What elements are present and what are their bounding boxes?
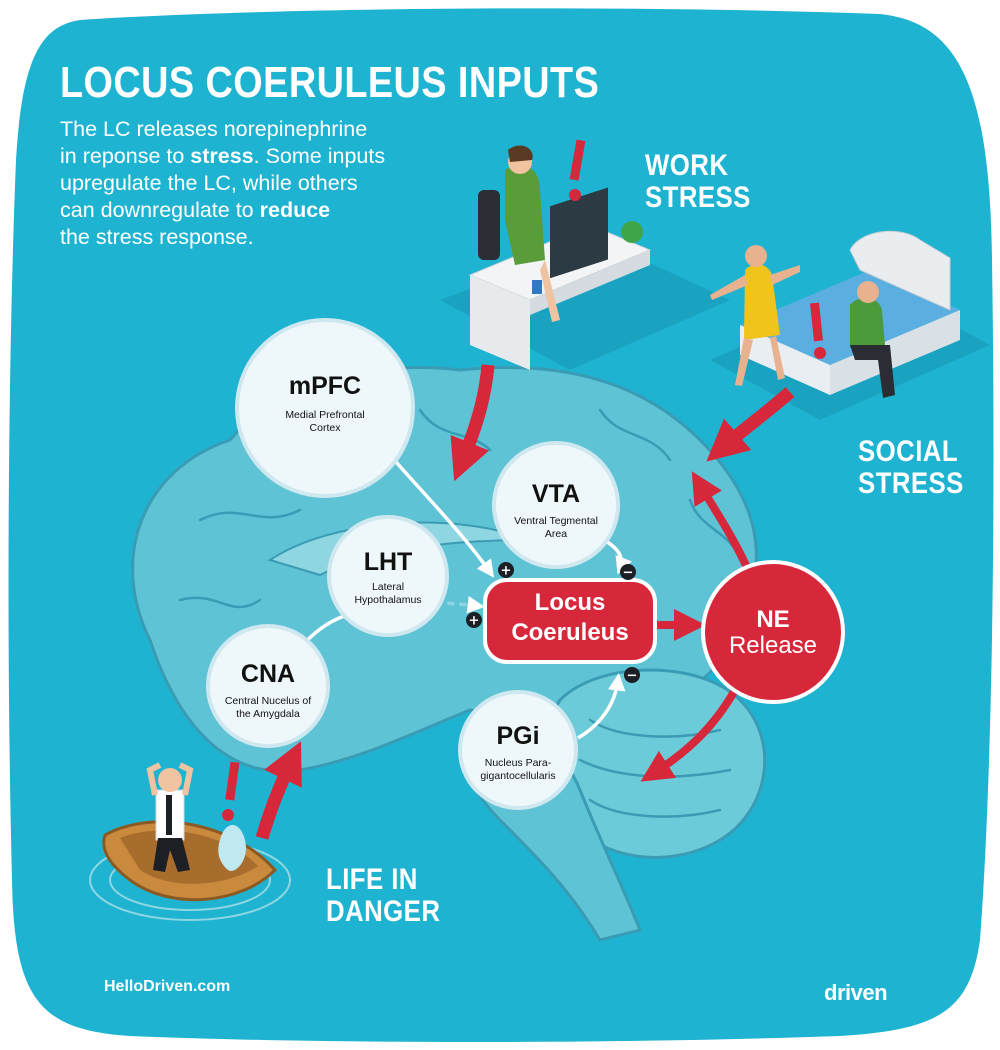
vta-full-line1: Ventral Tegmental	[514, 515, 598, 527]
office-chair	[478, 190, 500, 260]
cna-full-line2: the Amygdala	[236, 708, 300, 720]
pgi-full-line1: Nucleus Para-	[484, 757, 552, 769]
intro-line3: upregulate the LC, while others	[60, 171, 358, 195]
vta-abbr: VTA	[531, 480, 581, 508]
pgi-label: PGi Nucleus Para-gigantocellularis	[460, 722, 576, 783]
monitor	[550, 187, 608, 279]
lc-line2: Coeruleus	[511, 619, 629, 646]
website-link[interactable]: HelloDriven.com	[104, 978, 231, 995]
intro-line4-a: can downregulate to	[60, 198, 260, 222]
water-splash	[218, 825, 247, 871]
sign-mpfc: +	[498, 562, 514, 579]
work-stress-line2: STRESS	[645, 181, 751, 214]
social-stress-arrow	[706, 387, 795, 462]
bed-headboard	[849, 230, 951, 311]
cna-node	[206, 624, 330, 748]
work-stress-scene	[440, 139, 730, 370]
ne-upward-arrow	[691, 471, 752, 572]
intro-line1: The LC releases norepinephrine	[60, 117, 368, 141]
ne-line2: Release	[728, 632, 818, 659]
lht-full-line2: Hypothalamus	[354, 594, 422, 606]
lht-full-line1: Lateral	[371, 581, 405, 593]
intro-line5: the stress response.	[60, 225, 254, 249]
office-worker	[505, 165, 545, 265]
pgi-full-line2: gigantocellularis	[480, 770, 556, 782]
lht-abbr: LHT	[363, 548, 413, 576]
life-in-danger-scene	[89, 761, 291, 921]
intro-line2-b: . Some inputs	[253, 144, 386, 168]
work-stress-line1: WORK	[645, 149, 729, 182]
mpfc-node	[235, 318, 415, 498]
locus-coeruleus-label: Locus Coeruleus	[487, 588, 653, 648]
pgi-full-name: Nucleus Para-gigantocellularis	[460, 757, 576, 783]
life-in-danger-label: LIFE IN DANGER	[326, 864, 440, 928]
sign-lht: +	[466, 612, 482, 629]
pgi-abbr: PGi	[496, 722, 540, 750]
woman-figure	[744, 264, 780, 340]
mpfc-full-line2: Cortex	[309, 422, 341, 434]
work-stress-arrow	[450, 364, 495, 482]
plant-icon	[621, 221, 643, 243]
mpfc-full-line1: Medial Prefrontal	[285, 409, 365, 421]
brand-logo: driven	[824, 980, 888, 1005]
social-stress-line2: STRESS	[858, 467, 964, 500]
mpfc-to-lc-arrow	[388, 453, 495, 578]
exclamation-icon	[569, 139, 586, 181]
work-stress-label: WORK STRESS	[645, 150, 751, 214]
vta-node	[492, 441, 620, 569]
sign-mpfc-text: +	[501, 564, 512, 579]
lht-node	[327, 515, 449, 637]
exclamation-icon	[225, 761, 240, 801]
sign-pgi-text: −	[627, 669, 638, 684]
social-stress-label: SOCIAL STRESS	[858, 436, 964, 500]
intro-line2-a: in reponse to	[60, 144, 191, 168]
mpfc-abbr: mPFC	[288, 372, 362, 400]
life-in-danger-line2: DANGER	[326, 895, 441, 928]
intro-reduce-emphasis: reduce	[259, 198, 331, 222]
pgi-to-lc-arrow	[577, 673, 626, 740]
ne-line1: NE	[756, 606, 790, 633]
intro-stress-emphasis: stress	[190, 144, 254, 168]
page-title: LOCUS COERULEUS INPUTS	[60, 58, 600, 107]
lc-line1: Locus	[534, 589, 606, 616]
life-in-danger-line1: LIFE IN	[326, 863, 418, 896]
sign-lht-text: +	[469, 614, 480, 629]
pgi-node	[458, 690, 578, 810]
cna-abbr: CNA	[240, 660, 296, 688]
sign-vta: −	[620, 564, 636, 581]
ne-downward-arrow	[640, 688, 739, 782]
sign-vta-text: −	[623, 566, 634, 581]
cna-full-line1: Central Nucelus of	[224, 695, 312, 707]
danger-stress-arrow	[255, 741, 302, 840]
sign-pgi: −	[624, 667, 640, 684]
social-stress-scene	[710, 230, 990, 420]
social-stress-line1: SOCIAL	[858, 435, 959, 468]
ne-release-label: NE Release	[703, 607, 843, 659]
exclamation-icon	[810, 302, 823, 342]
locus-coeruleus-box	[483, 578, 657, 664]
vta-full-line2: Area	[544, 528, 568, 540]
ne-release-node	[701, 560, 845, 704]
intro-text: The LC releases norepinephrine in repons…	[60, 116, 420, 251]
desk-front	[470, 275, 530, 370]
man-figure	[850, 298, 885, 348]
